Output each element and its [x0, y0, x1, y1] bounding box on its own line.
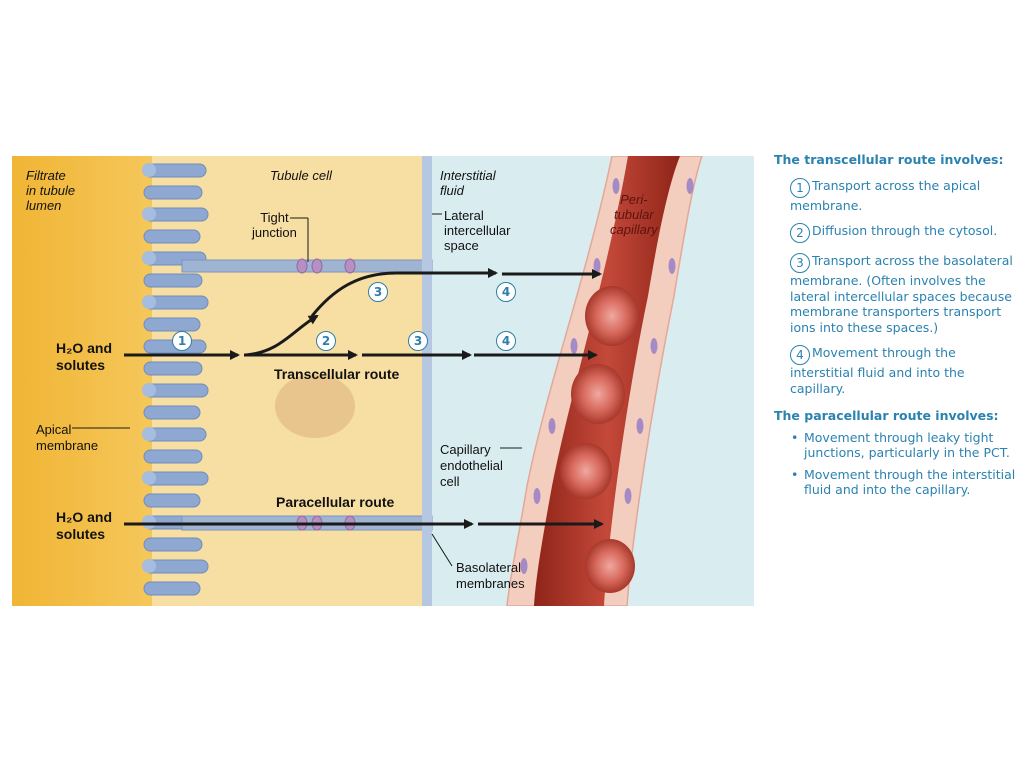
arrow-lateral-space [310, 268, 498, 317]
label-apical-membrane: Apical membrane [36, 422, 99, 453]
step-number-badge: 3 [790, 253, 810, 273]
diagram-step-marker: 3 [408, 331, 428, 351]
diagram-illustration [12, 156, 754, 606]
label-transcellular-route: Transcellular route [274, 366, 400, 382]
transcellular-heading: The transcellular route involves: [774, 152, 1004, 167]
step-number-badge: 2 [790, 223, 810, 243]
lumen-region [12, 156, 152, 606]
diagram-step-marker: 4 [496, 331, 516, 351]
paracellular-heading: The paracellular route involves: [774, 408, 999, 423]
basolateral-membrane [422, 156, 432, 606]
label-h2o-top: H₂O and solutes [56, 340, 112, 373]
leader-lines [72, 213, 522, 567]
step-number-badge: 4 [790, 345, 810, 365]
step-text: Movement through the interstitial fluid … [790, 345, 965, 396]
label-filtrate: Filtrate in tubule lumen [26, 168, 76, 213]
red-blood-cells [560, 286, 639, 593]
step-number-badge: 1 [790, 177, 810, 198]
step-text: Transport across the apical membrane. [790, 177, 981, 213]
label-tight-junction: Tight junction [252, 210, 297, 240]
microvilli-tips [142, 163, 156, 573]
label-tubule-cell: Tubule cell [270, 168, 332, 183]
label-paracellular-route: Paracellular route [276, 494, 395, 510]
label-lateral-space: Lateral intercellular space [444, 208, 511, 253]
nucleus [275, 374, 355, 438]
paracellular-bullet: Movement through leaky tight junctions, … [791, 430, 1018, 461]
step-text: Transport across the basolateral membran… [790, 253, 1013, 335]
diagram-step-marker: 2 [316, 331, 336, 351]
route-arrows [124, 268, 604, 529]
label-basolateral-membranes: Basolateral membranes [456, 560, 525, 591]
diagram-step-marker: 4 [496, 282, 516, 302]
label-capillary-endothelial: Capillary endothelial cell [440, 442, 503, 489]
paracellular-bullet: Movement through the interstitial fluid … [791, 467, 1018, 498]
label-peritubular-capillary: Peri- tubular capillary [610, 192, 658, 237]
diagram-step-marker: 3 [368, 282, 388, 302]
kidney-tubule-diagram: Filtrate in tubule lumen Tubule cell Int… [12, 156, 754, 606]
arrow-curve-lateral [245, 314, 319, 357]
diagram-step-marker: 1 [172, 331, 192, 351]
step-text: Diffusion through the cytosol. [812, 223, 998, 238]
label-interstitial-fluid: Interstitial fluid [440, 168, 496, 198]
label-h2o-bottom: H₂O and solutes [56, 509, 112, 542]
